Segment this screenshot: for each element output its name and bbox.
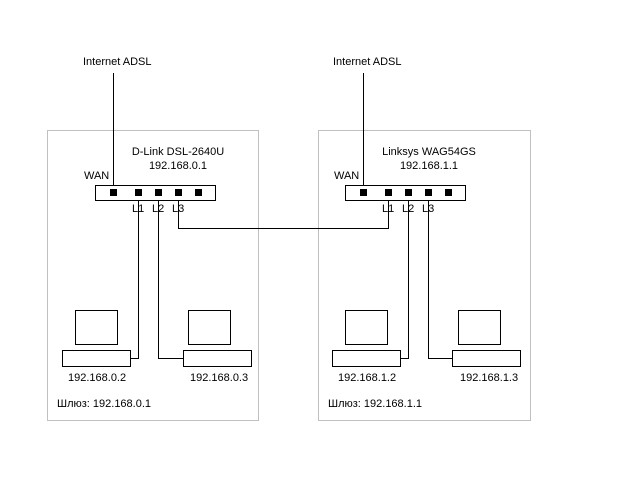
left-computer1-ip-label: 192.168.0.2	[68, 372, 127, 384]
right-router-ip-label: 192.168.1.1	[399, 160, 459, 172]
left-l1-cable	[130, 200, 139, 359]
right-port-label-l1: L1	[382, 203, 395, 215]
computer-icon-3	[332, 310, 401, 367]
right-port-label-l3: L3	[422, 203, 435, 215]
monitor	[345, 310, 388, 345]
router-link-cable	[178, 200, 389, 229]
monitor	[188, 310, 231, 345]
left-lan-port-1	[135, 189, 142, 196]
right-lan-port-2	[405, 189, 412, 196]
right-l3-cable	[428, 200, 452, 359]
right-computer2-ip-label: 192.168.1.3	[460, 372, 519, 384]
right-internet-adsl-label: Internet ADSL	[333, 56, 402, 68]
computer-icon-2	[183, 310, 252, 367]
left-lan-port-2	[155, 189, 162, 196]
left-l2-cable	[158, 200, 183, 359]
right-gateway-label: Шлюз: 192.168.1.1	[328, 398, 423, 410]
system-unit	[183, 350, 252, 367]
right-lan-port-3	[425, 189, 432, 196]
left-lan-port-4	[195, 189, 202, 196]
right-wan-port	[360, 189, 367, 196]
left-wan-label: WAN	[84, 170, 110, 182]
right-router-model-label: Linksys WAG54GS	[382, 146, 476, 158]
left-router-model-label: D-Link DSL-2640U	[131, 146, 225, 158]
right-lan-port-4	[445, 189, 452, 196]
right-port-label-l2: L2	[402, 203, 415, 215]
left-router-ip-label: 192.168.0.1	[148, 160, 208, 172]
left-computer2-ip-label: 192.168.0.3	[190, 372, 249, 384]
left-lan-port-3	[175, 189, 182, 196]
left-router-icon	[95, 185, 216, 201]
right-router-icon	[345, 185, 466, 201]
system-unit	[62, 350, 131, 367]
left-port-label-l3: L3	[172, 203, 185, 215]
left-wan-port	[110, 189, 117, 196]
left-port-label-l2: L2	[152, 203, 165, 215]
right-l2-cable	[400, 200, 409, 359]
left-gateway-label: Шлюз: 192.168.0.1	[57, 398, 152, 410]
left-internet-adsl-label: Internet ADSL	[83, 56, 152, 68]
system-unit	[332, 350, 401, 367]
right-wan-label: WAN	[334, 170, 360, 182]
computer-icon-4	[452, 310, 521, 367]
right-lan-port-1	[385, 189, 392, 196]
right-computer1-ip-label: 192.168.1.2	[338, 372, 397, 384]
right-network-group-box	[318, 130, 531, 421]
monitor	[458, 310, 501, 345]
left-port-label-l1: L1	[132, 203, 145, 215]
system-unit	[452, 350, 521, 367]
left-network-group-box	[47, 130, 259, 421]
monitor	[75, 310, 118, 345]
computer-icon-1	[62, 310, 131, 367]
